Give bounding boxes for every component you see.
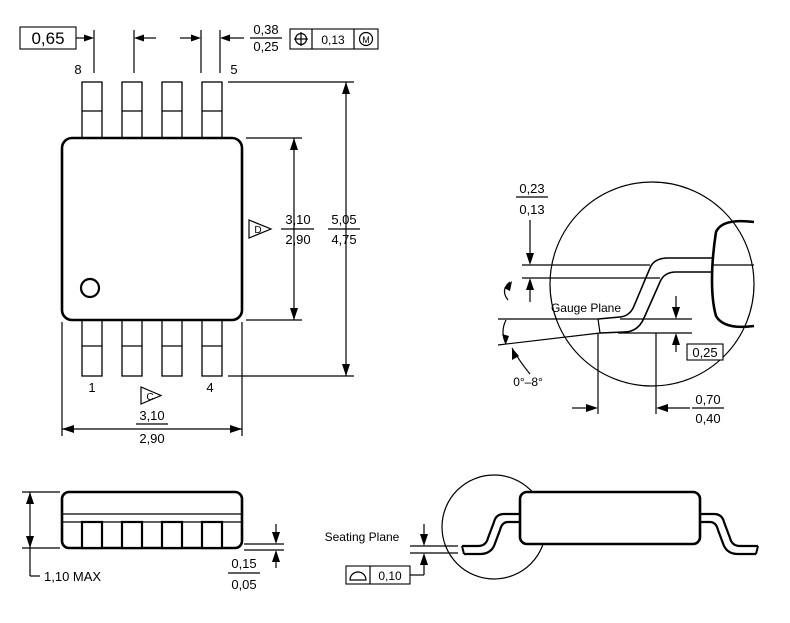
overall-width-max: 5,05 — [331, 212, 356, 227]
seating-plane-label: Seating Plane — [325, 530, 400, 544]
mmc-symbol-letter: M — [362, 35, 370, 45]
max-height-label: 1,10 MAX — [44, 569, 101, 584]
side-view-detail: Seating Plane 0,10 — [325, 474, 759, 585]
pin-3 — [161, 313, 183, 377]
bottom-pins — [81, 313, 223, 377]
pin-width-max: 0,38 — [253, 22, 278, 37]
mmc-symbol-icon — [358, 31, 374, 47]
pin-6 — [161, 81, 183, 139]
gauge-plane-label: Gauge Plane — [551, 301, 621, 315]
datum-c-letter: C — [146, 392, 153, 403]
pin-label-8: 8 — [74, 62, 81, 77]
pin-width-min: 0,25 — [253, 39, 278, 54]
right-lead — [700, 512, 758, 548]
position-tolerance-value: 0,13 — [321, 33, 345, 47]
pin-8 — [81, 81, 103, 139]
datum-d-letter: D — [254, 225, 261, 236]
standoff-max: 0,15 — [231, 556, 256, 571]
pin1-marker — [79, 277, 101, 299]
detail-circle — [549, 181, 755, 387]
pin-label-5: 5 — [230, 62, 237, 77]
detail-view: 0,23 0,13 Gauge Plane 0,25 0°–8° — [497, 181, 755, 426]
profile-surface-icon — [349, 571, 367, 581]
gauge-height-value: 0,25 — [692, 345, 717, 360]
datum-c-triangle — [140, 386, 163, 405]
pin-5 — [201, 81, 223, 139]
pitch-text: 0,65 — [31, 29, 64, 48]
datum-d-triangle — [248, 219, 273, 239]
left-lead — [462, 512, 520, 548]
top-pins — [81, 81, 223, 139]
detail-lead-top — [597, 257, 712, 320]
position-tolerance-frame: 0,13 M — [289, 28, 379, 50]
side-body — [60, 490, 244, 550]
package-body — [60, 136, 244, 322]
overall-width-min: 4,75 — [331, 232, 356, 247]
body-length-max: 3,10 — [139, 408, 164, 423]
body-width-min: 2,90 — [285, 232, 310, 247]
lead-thickness-max: 0,23 — [519, 181, 544, 196]
pin-1 — [81, 313, 103, 377]
side-view: 1,10 MAX 0,15 0,05 — [22, 490, 284, 592]
body-width-max: 3,10 — [285, 212, 310, 227]
side-body-right — [518, 490, 702, 546]
pin-label-1: 1 — [88, 380, 95, 395]
pin-2 — [121, 313, 143, 377]
top-view: 0,65 0,38 0,25 0,13 M 8 5 — [19, 22, 379, 446]
foot-length-min: 0,40 — [695, 411, 720, 426]
pin-label-4: 4 — [206, 380, 213, 395]
angle-range-label: 0°–8° — [513, 375, 543, 389]
body-length-min: 2,90 — [139, 431, 164, 446]
detail-lead-bottom — [599, 271, 712, 334]
gauge-height-box — [686, 343, 724, 361]
lead-thickness-min: 0,13 — [519, 202, 544, 217]
side-pins — [80, 520, 224, 550]
detail-body-end — [710, 219, 755, 329]
pin-7 — [121, 81, 143, 139]
foot-length-max: 0,70 — [695, 392, 720, 407]
flatness-value: 0,10 — [378, 569, 402, 583]
standoff-min: 0,05 — [231, 577, 256, 592]
pin-4 — [201, 313, 223, 377]
